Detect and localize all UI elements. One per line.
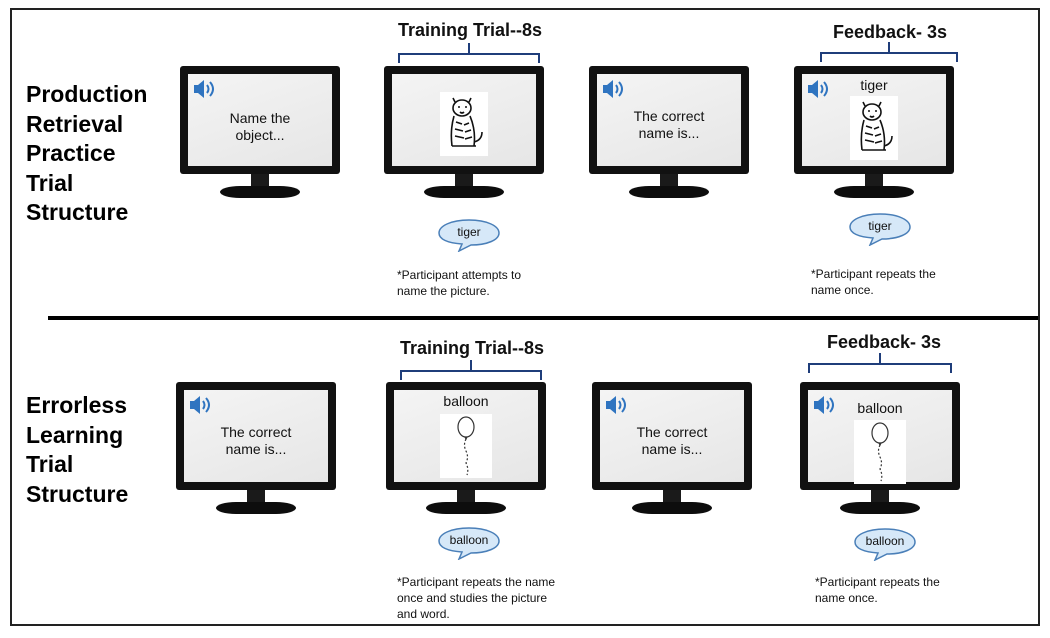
training-trial-label: Training Trial--8s xyxy=(399,338,545,358)
speech-bubble-icon: balloon xyxy=(853,527,917,561)
speaker-icon xyxy=(812,394,836,416)
speech-text: balloon xyxy=(449,533,489,547)
speaker-icon xyxy=(604,394,628,416)
row-title-production-retrieval: Production Retrieval Practice Trial Stru… xyxy=(26,80,147,228)
training-trial-label: Training Trial--8s xyxy=(397,20,543,40)
screen-word: tiger xyxy=(860,77,888,93)
row-title-line: Learning xyxy=(26,421,124,448)
row-title-line: Trial xyxy=(26,451,74,477)
balloon-icon xyxy=(440,414,492,478)
training-bracket xyxy=(398,43,540,63)
speech-bubble-icon: tiger xyxy=(848,212,912,246)
row-title-line: Trial xyxy=(26,169,74,196)
speech-bubble-icon: tiger xyxy=(437,218,501,252)
feedback-bracket xyxy=(820,42,958,62)
monitor-picture xyxy=(384,66,544,200)
speech-text: tiger xyxy=(868,219,892,233)
training-bracket xyxy=(400,360,542,380)
monitor-screen: balloon xyxy=(808,390,952,484)
screen-word: balloon xyxy=(857,400,903,416)
speaker-icon xyxy=(188,394,212,416)
monitor-feedback: balloon xyxy=(800,382,960,516)
monitor-screen: tiger xyxy=(802,74,946,166)
row-title-line: Structure xyxy=(26,480,129,507)
speech-text: tiger xyxy=(457,225,481,239)
diagram-frame xyxy=(10,8,1040,626)
speaker-icon xyxy=(192,78,216,100)
feedback-label: Feedback- 3s xyxy=(826,332,942,352)
row-title-line: Structure xyxy=(26,199,129,225)
tiger-icon xyxy=(850,96,898,160)
row-divider xyxy=(48,316,1038,320)
feedback-label: Feedback- 3s xyxy=(832,22,948,42)
feedback-bracket xyxy=(808,353,952,373)
speaker-icon xyxy=(806,78,830,100)
row-title-line: Errorless xyxy=(26,392,128,418)
monitor-picture-word: balloon xyxy=(386,382,546,516)
tiger-icon xyxy=(440,92,488,156)
screen-word: balloon xyxy=(443,393,489,409)
row-title-line: Practice xyxy=(26,140,116,166)
row-title-line: Production xyxy=(26,81,148,107)
monitor-screen: balloon xyxy=(394,390,538,482)
speech-bubble-icon: balloon xyxy=(437,526,501,560)
speech-text: balloon xyxy=(865,534,905,548)
row-title-errorless-learning: Errorless Learning Trial Structure xyxy=(26,391,128,509)
monitor-screen xyxy=(392,74,536,166)
monitor-feedback: tiger xyxy=(794,66,954,200)
balloon-icon xyxy=(854,420,906,484)
row-title-line: Retrieval xyxy=(26,110,124,137)
speaker-icon xyxy=(601,78,625,100)
